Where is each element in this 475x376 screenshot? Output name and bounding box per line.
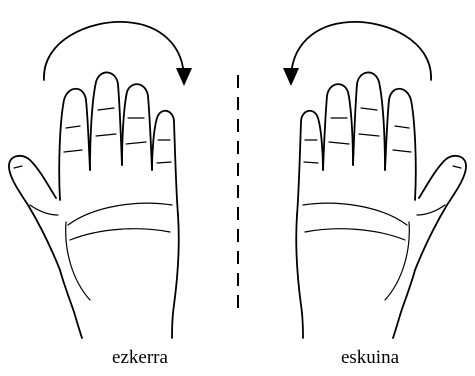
- left-rotation-arrow-icon: [44, 22, 192, 86]
- left-hand-label: ezkerra: [70, 347, 210, 369]
- right-hand: [283, 22, 466, 338]
- right-rotation-arrow-icon: [283, 22, 431, 86]
- right-hand-outline: [296, 72, 466, 338]
- left-hand-outline: [9, 72, 179, 338]
- left-finger-creases: [14, 108, 171, 168]
- right-hand-label: eskuina: [300, 347, 440, 369]
- left-hand: [9, 22, 192, 338]
